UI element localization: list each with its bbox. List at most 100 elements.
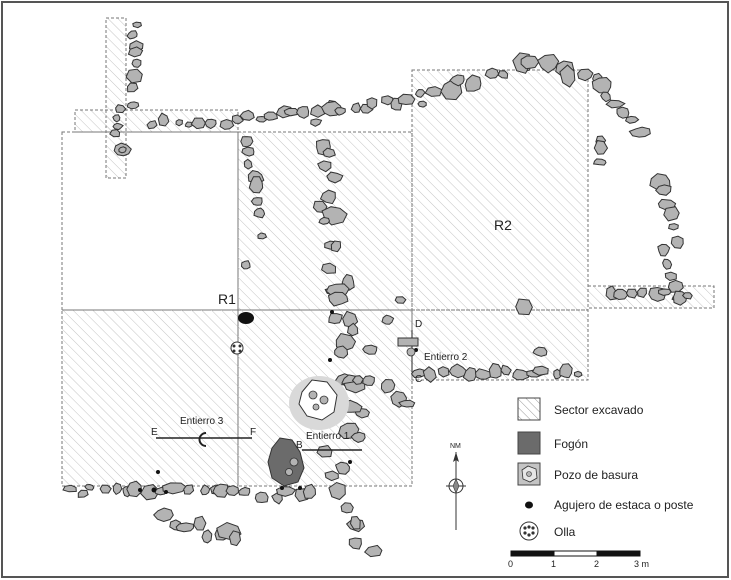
legend-label-1: Fogón [554, 437, 588, 451]
stone [351, 375, 364, 385]
stone [577, 68, 594, 82]
stone [131, 58, 142, 68]
stone-walls [62, 21, 693, 558]
stone [126, 480, 142, 498]
legend-pit-icon [517, 462, 541, 486]
stone [318, 216, 331, 225]
stone [126, 82, 139, 93]
stone [334, 461, 351, 475]
stone [310, 118, 323, 127]
stone [99, 484, 112, 494]
stone [515, 298, 533, 316]
stone [613, 288, 629, 301]
stone [175, 119, 183, 127]
stone [573, 370, 583, 378]
stone [350, 102, 361, 114]
stone [600, 91, 611, 103]
stone [153, 507, 174, 523]
stone [362, 375, 375, 386]
stone [250, 197, 263, 206]
stone [628, 126, 651, 138]
stone [398, 399, 416, 408]
stone [662, 258, 673, 270]
stone [127, 46, 144, 58]
stone [263, 111, 278, 121]
room-label-r1: R1 [218, 291, 236, 307]
section-letter-b: B [296, 440, 303, 451]
stone [125, 68, 143, 84]
stone [670, 235, 684, 249]
stone [275, 486, 297, 497]
stone [109, 129, 121, 138]
stone [397, 93, 416, 106]
stone [231, 114, 244, 124]
stone [327, 291, 349, 307]
stone [366, 97, 378, 110]
post-holes [138, 310, 418, 494]
stone [200, 484, 211, 496]
stone [322, 147, 336, 158]
stone [346, 322, 359, 337]
stone [532, 346, 548, 357]
stone [422, 366, 437, 383]
stone [328, 481, 346, 501]
scale-tick-3: 3 m [634, 559, 649, 569]
north-label: NM [450, 443, 461, 450]
stone [84, 483, 95, 491]
stone [328, 313, 343, 325]
stone [350, 431, 366, 443]
legend-label-0: Sector excavado [554, 403, 644, 417]
stone [531, 365, 549, 376]
section-letter-c: C [415, 374, 422, 385]
stone [126, 30, 138, 40]
stone [663, 206, 680, 222]
stone [334, 345, 349, 359]
stone [349, 515, 361, 530]
stone [112, 122, 124, 131]
stone [664, 271, 677, 282]
stone [559, 64, 576, 88]
stone [310, 104, 326, 118]
legend-label-2: Pozo de basura [554, 468, 638, 482]
stone [316, 444, 333, 458]
stone [362, 344, 378, 355]
stone [324, 470, 339, 482]
stone [112, 482, 123, 496]
legend-pot-icon [519, 521, 539, 541]
stone [462, 366, 478, 382]
stone [204, 118, 217, 130]
stone [112, 114, 121, 123]
stone [243, 158, 253, 170]
stone [592, 158, 607, 166]
hearth [267, 437, 305, 487]
stone [655, 184, 672, 196]
legend-label-3: Agujero de estaca o poste [554, 498, 694, 512]
stone [417, 100, 427, 108]
stone [228, 530, 242, 547]
stone [488, 362, 502, 379]
stone [484, 67, 500, 79]
stone [449, 74, 465, 87]
legend-post-hole-icon [525, 501, 533, 509]
stone [132, 21, 142, 29]
stone [334, 107, 346, 116]
scale-tick-1: 1 [551, 559, 556, 569]
scale-tick-0: 0 [508, 559, 513, 569]
stone [380, 378, 396, 394]
stone [536, 53, 560, 74]
stone [193, 515, 207, 531]
stone [77, 489, 89, 498]
stone [253, 207, 266, 219]
stone [157, 112, 170, 127]
stone [624, 115, 640, 124]
stone [381, 314, 395, 325]
stone [500, 364, 512, 376]
stone [241, 146, 255, 157]
stone [240, 260, 251, 270]
stone [126, 101, 140, 110]
stone [239, 109, 255, 121]
stone [637, 287, 648, 298]
stone [248, 176, 264, 194]
